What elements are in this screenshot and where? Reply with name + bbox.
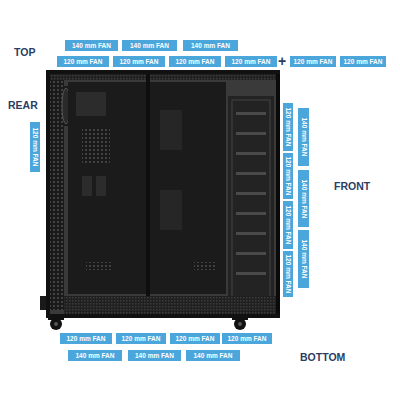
fan-size-tag: 120 mm FAN xyxy=(113,56,165,67)
fan-size-tag: 120 mm FAN xyxy=(169,56,221,67)
fan-label: 120 mm FAN xyxy=(175,58,214,66)
fan-size-tag: 140 mm FAN xyxy=(298,170,309,227)
fan-label: 140 mm FAN xyxy=(300,239,308,278)
fan-label: 120 mm FAN xyxy=(175,335,214,343)
fan-label: 120 mm FAN xyxy=(63,58,102,66)
fan-size-tag: 140 mm FAN xyxy=(128,350,181,361)
fan-size-tag: 140 mm FAN xyxy=(186,350,240,361)
fan-label: 120 mm FAN xyxy=(121,335,160,343)
fan-label: 140 mm FAN xyxy=(130,42,169,50)
fan-size-tag: 140 mm FAN xyxy=(65,40,118,51)
fan-size-tag: 140 mm FAN xyxy=(183,40,238,51)
fan-size-tag: 120 mm FAN xyxy=(57,56,109,67)
fan-size-tag: 120 mm FAN xyxy=(30,122,40,172)
fan-label: 140 mm FAN xyxy=(300,117,308,156)
fan-size-tag: 120 mm FAN xyxy=(116,333,166,344)
side-label: BOTTOM xyxy=(300,351,345,364)
side-label: TOP xyxy=(14,46,35,59)
fan-size-tag: 140 mm FAN xyxy=(68,350,122,361)
side-label: FRONT xyxy=(334,180,370,193)
plus-sign: + xyxy=(278,53,286,69)
fan-label: 120 mm FAN xyxy=(293,58,332,66)
fan-size-tag: 120 mm FAN xyxy=(290,56,336,67)
side-label: REAR xyxy=(8,99,38,112)
fan-size-tag: 120 mm FAN xyxy=(222,333,272,344)
fan-label: 120 mm FAN xyxy=(31,127,39,166)
fan-label: 140 mm FAN xyxy=(193,352,232,360)
fan-size-tag: 120 mm FAN xyxy=(60,333,112,344)
fan-label: 120 mm FAN xyxy=(343,58,382,66)
fan-label: 120 mm FAN xyxy=(119,58,158,66)
fan-size-tag: 120 mm FAN xyxy=(283,103,293,151)
fan-size-tag: 140 mm FAN xyxy=(122,40,177,51)
fan-size-tag: 120 mm FAN xyxy=(283,251,293,297)
fan-size-tag: 120 mm FAN xyxy=(340,56,386,67)
fan-label: 120 mm FAN xyxy=(284,205,292,244)
fan-size-tag: 120 mm FAN xyxy=(170,333,220,344)
fan-label: 140 mm FAN xyxy=(135,352,174,360)
fan-label: 120 mm FAN xyxy=(227,335,266,343)
fan-label: 140 mm FAN xyxy=(75,352,114,360)
fan-size-tag: 120 mm FAN xyxy=(283,153,293,199)
fan-label: 120 mm FAN xyxy=(284,156,292,195)
fan-size-tag: 140 mm FAN xyxy=(298,230,309,288)
fan-size-tag: 120 mm FAN xyxy=(283,201,293,249)
fan-size-tag: 140 mm FAN xyxy=(298,108,309,166)
fan-label: 120 mm FAN xyxy=(284,107,292,146)
fan-label: 120 mm FAN xyxy=(231,58,270,66)
fan-label: 120 mm FAN xyxy=(66,335,105,343)
fan-label: 140 mm FAN xyxy=(72,42,111,50)
fan-label: 120 mm FAN xyxy=(284,254,292,293)
fan-label: 140 mm FAN xyxy=(300,179,308,218)
fan-size-tag: 120 mm FAN xyxy=(225,56,277,67)
fan-label: 140 mm FAN xyxy=(191,42,230,50)
